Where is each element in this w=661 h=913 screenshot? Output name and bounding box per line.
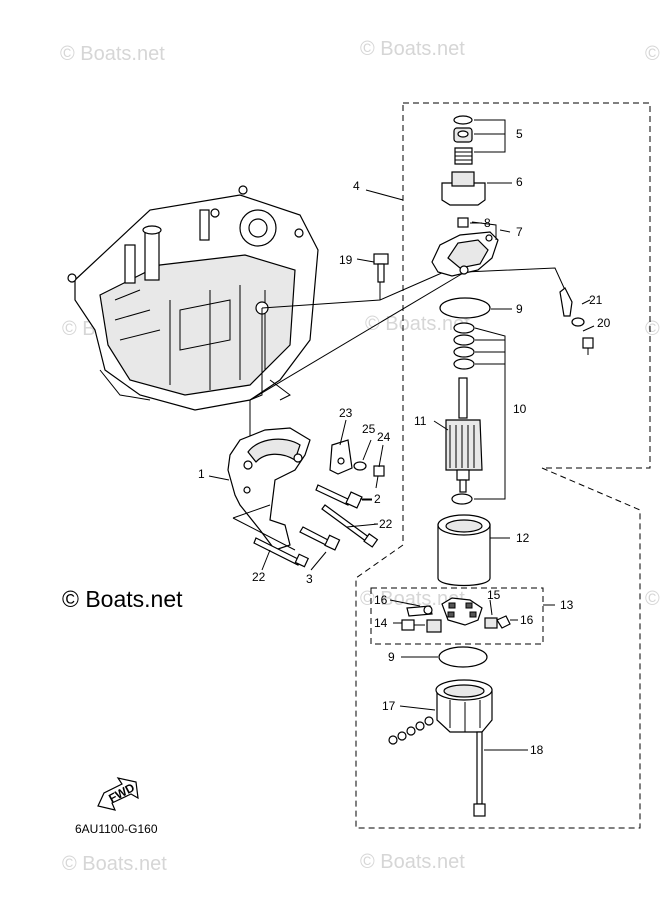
watermark: © Boats.net [360,38,465,60]
callout-17: 17 [382,699,396,713]
callout-8: 8 [484,216,491,230]
diagram-code: 6AU1100-G160 [75,822,158,836]
washers-10 [451,322,475,505]
callout-22: 22 [252,570,266,584]
clip-plate-23 [329,439,353,475]
callout-19: 19 [339,253,353,267]
yoke-12 [437,514,491,587]
watermarks: © Boats.net © Boats.net © Boats.net © Bo… [60,38,661,875]
armature-11 [445,377,483,493]
fwd-arrow-icon: FWD [97,777,139,811]
bolt-3 [299,526,341,551]
lower-cover-17 [388,679,493,745]
screw-24 [373,465,385,489]
callout-13: 13 [560,598,574,612]
callout-leaders [208,119,595,751]
pinion-parts [441,115,486,228]
callout-14: 14 [374,616,388,630]
callout-9: 9 [388,650,395,664]
callout-10: 10 [513,402,527,416]
o-ring-9-lower [438,646,488,668]
watermark: © Boats.net [62,853,167,875]
bolt-2 [315,484,372,509]
watermark: © Boats.net [360,588,465,610]
o-ring-9 [439,297,491,319]
callout-9: 9 [516,302,523,316]
watermark: © Boats.net [365,313,470,335]
washer-25 [353,461,367,471]
group-outlines [355,102,651,829]
callout-7: 7 [516,225,523,239]
watermark: © Boats.net [60,43,165,65]
terminal-21 [559,287,585,327]
callout-2: 2 [374,492,381,506]
callout-1: 1 [198,467,205,481]
through-bolt-18 [473,731,486,817]
callout-11: 11 [414,414,427,428]
nuts-17 [388,716,434,745]
callout-22: 22 [379,517,393,531]
end-cover-7 [431,231,499,277]
callout-6: 6 [516,175,523,189]
callout-16: 16 [374,593,388,607]
watermark: © Boats.net [645,318,661,340]
bolt-19 [373,253,389,283]
starter-group-outline [355,102,651,829]
callout-21: 21 [589,293,603,307]
callout-5: 5 [516,127,523,141]
callout-16: 16 [520,613,534,627]
watermark-large: © Boats.net [62,586,183,612]
bracket [227,427,311,551]
callout-18: 18 [530,743,544,757]
callout-23: 23 [339,406,353,420]
callout-4: 4 [353,179,360,193]
long-bolt-22 [253,504,379,568]
nut-20 [582,337,594,355]
callout-25: 25 [362,422,376,436]
watermark: © Boats.net [645,588,661,610]
brush-holder-13 [401,597,511,633]
callout-12: 12 [516,531,530,545]
brush-holder-group-outline [370,587,544,645]
callouts: 5 6 8 7 4 19 9 21 20 10 11 23 25 24 1 2 … [198,127,611,757]
callout-20: 20 [597,316,611,330]
engine-block [67,185,319,411]
callout-15: 15 [487,588,501,602]
watermark: © Boats.net [645,43,661,65]
watermark: © Boats.net [360,851,465,873]
callout-3: 3 [306,572,313,586]
callout-24: 24 [377,430,391,444]
